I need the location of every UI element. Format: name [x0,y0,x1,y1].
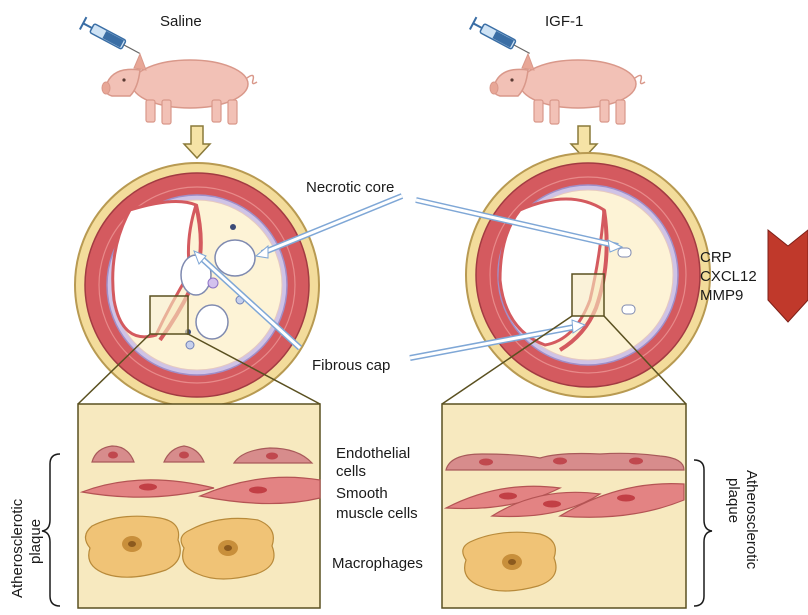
necrotic-core-label: Necrotic core [306,179,394,196]
marker-mmp9: MMP9 [700,287,743,304]
right-plaque-brace [694,460,712,606]
marker-cxcl12: CXCL12 [700,268,757,285]
left-plaque-label-line1: Atherosclerotic [9,498,26,598]
endothelial-label-line2: cells [336,463,366,480]
macrophages-label: Macrophages [332,555,423,572]
saline-label: Saline [160,13,202,30]
igf1-zoom-panel [442,404,686,608]
saline-zoom-panel [78,404,320,608]
saline-pig-icon [102,54,257,124]
fibrous-cap-label: Fibrous cap [312,357,390,374]
smooth-muscle-label-line1: Smooth [336,485,388,502]
left-plaque-label-line2: plaque [27,519,44,564]
igf1-pig-icon [490,54,645,124]
igf1-syringe-icon [470,17,533,59]
right-plaque-label-line2: plaque [725,478,742,523]
endothelial-label-line1: Endothelial [336,445,410,462]
smooth-muscle-label-line2: muscle cells [336,505,418,522]
igf1-vessel-cross-section [466,153,710,397]
decrease-arrow-icon [768,230,808,322]
left-plaque-brace [42,454,60,606]
saline-syringe-icon [80,17,143,59]
right-plaque-label-line1: Atherosclerotic [743,470,760,570]
marker-crp: CRP [700,249,732,266]
saline-down-arrow-icon [184,126,210,158]
igf1-label: IGF-1 [545,13,583,30]
